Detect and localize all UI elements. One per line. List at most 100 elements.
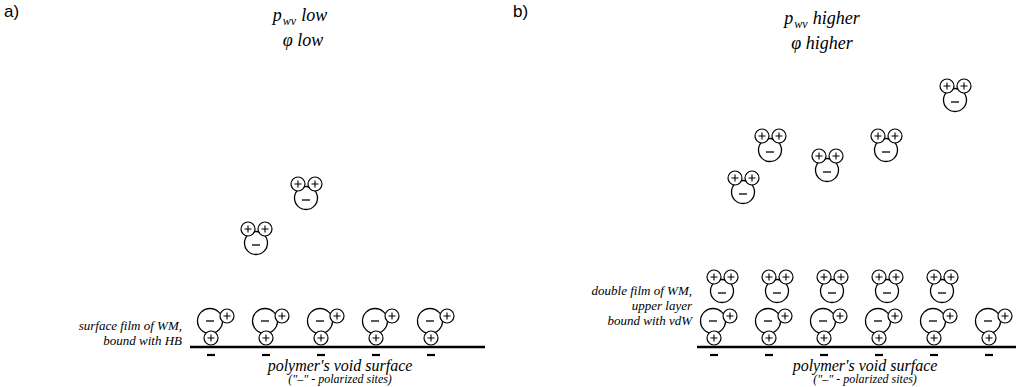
hydrogen-atom [957,79,971,93]
water-molecule [241,222,272,255]
negative-charge [261,320,269,321]
surface-label-group: polymer's void surface [268,358,413,374]
negative-charge [316,320,324,321]
positive-charge [876,335,883,342]
water-molecule [291,177,322,210]
negative-charge [819,320,827,321]
positive-charge [224,313,231,320]
hydrogen-atom [369,331,383,345]
hydrogen-atom [872,270,886,284]
hydrogen-atom [259,331,273,345]
hydrogen-atom [220,309,234,323]
positive-charge [263,335,270,342]
positive-charge [944,83,951,90]
humidity-label-group: φ low [283,30,323,50]
positive-charge [732,175,739,182]
positive-charge [776,133,783,140]
pressure-label: p [273,5,282,25]
polarized-site-mark [427,354,435,356]
sites-note: ("–" - polarized sites) [813,373,917,385]
hydrogen-atom [707,331,721,345]
hydrogen-atom [772,129,786,143]
oxygen-atom [866,309,891,334]
negative-charge [206,320,214,321]
water-molecule [872,270,903,303]
positive-charge [766,335,773,342]
negative-charge [766,151,774,152]
hydrogen-atom [314,331,328,345]
hydrogen-atom [982,331,996,345]
negative-charge [371,320,379,321]
positive-charge [782,313,789,320]
hydrogen-atom [940,79,954,93]
layer-note-group: surface film of WM, bound with HB [79,318,182,348]
hydrogen-atom [779,270,793,284]
positive-charge [759,133,766,140]
panel-letter: b) [513,2,528,22]
hydrogen-atom [275,309,289,323]
positive-charge [961,83,968,90]
humidity-label: φ low [283,30,323,50]
positive-charge [334,313,341,320]
hydrogen-atom [424,331,438,345]
water-molecule [940,79,971,112]
polarized-site-mark [875,354,883,356]
hydrogen-atom [889,270,903,284]
pressure-label: p [784,8,793,28]
polarized-site-mark [317,354,325,356]
negative-charge [739,193,747,194]
text-line: upper layer [592,298,692,313]
hydrogen-atom [762,270,776,284]
positive-charge [444,313,451,320]
water-molecule [812,149,843,182]
hydrogen-atom [778,309,792,323]
positive-charge [727,313,734,320]
hydrogen-atom [927,270,941,284]
water-molecule [308,309,345,346]
water-molecule [921,309,958,346]
water-molecule [811,309,848,346]
positive-charge [876,274,883,281]
positive-charge [428,335,435,342]
water-molecule [728,171,759,204]
pressure-label: wv [794,14,807,34]
positive-charge [711,274,718,281]
negative-charge [302,199,310,200]
negative-charge [709,320,717,321]
positive-charge [389,313,396,320]
text-line: bound with HB [79,333,182,348]
positive-charge [711,335,718,342]
positive-charge [295,181,302,188]
text-line: double film of WM, [592,283,692,298]
water-molecule [418,309,455,346]
hydrogen-atom [258,222,272,236]
positive-charge [837,313,844,320]
water-molecule [817,270,848,303]
pressure-label-group: pwvlow [273,5,328,27]
positive-charge [947,313,954,320]
hydrogen-atom [440,309,454,323]
positive-charge [373,335,380,342]
hydrogen-atom [724,270,738,284]
water-molecule [866,309,903,346]
pressure-label: higher [813,8,860,28]
oxygen-atom [976,309,1001,334]
sites-note: ("–" - polarized sites) [288,373,392,385]
water-molecule [363,309,400,346]
positive-charge [931,274,938,281]
layer-note-group: double film of WM, upper layer bound wit… [592,283,692,328]
negative-charge [718,292,726,293]
hydrogen-atom [755,129,769,143]
negative-charge [828,292,836,293]
hydrogen-atom [888,129,902,143]
layer-note: surface film of WM, bound with HB [79,318,182,348]
oxygen-atom [198,309,223,334]
negative-charge [883,292,891,293]
positive-charge [783,274,790,281]
positive-charge [892,133,899,140]
hydrogen-atom [872,331,886,345]
surface-label: polymer's void surface [793,358,938,374]
water-molecule [198,309,235,346]
polarized-site-mark [710,354,718,356]
